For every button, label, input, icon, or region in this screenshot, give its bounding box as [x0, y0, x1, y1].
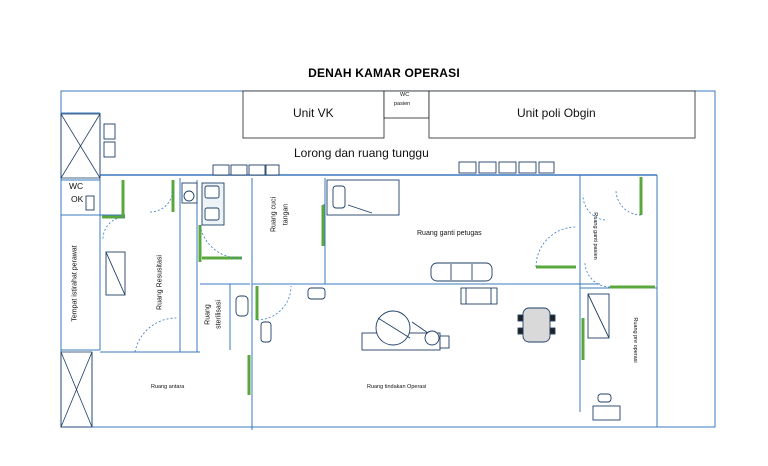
table — [460, 287, 498, 305]
label-lorong: Lorong dan ruang tunggu — [294, 146, 429, 160]
label-ruang-cuci-1: Ruang cuci — [270, 196, 278, 233]
top-units — [242, 90, 696, 139]
label-tempat-istirahat: Tempat istirahat perawat — [71, 245, 79, 322]
label-ruang-ganti-pasien: Ruang ganti pasien — [592, 212, 598, 260]
label-ruang-pre-operasi: Ruang pre operasi — [632, 317, 638, 363]
label-wc-pasien-1: WC — [400, 92, 410, 98]
door-panels — [102, 177, 655, 395]
label-ruang-tindakan: Ruang tindakan Operasi — [367, 384, 427, 390]
label-wc-ok-1: WC — [69, 181, 84, 191]
shaft-boxes — [60, 113, 101, 428]
label-unit-vk: Unit VK — [293, 106, 334, 120]
unit-poli-box — [428, 90, 696, 139]
anesthesia-machine — [522, 307, 551, 343]
corridor-chairs — [103, 123, 555, 176]
label-wc-pasien-2: pasien — [394, 101, 411, 107]
label-ruang-ganti-petugas: Ruang ganti petugas — [417, 230, 482, 237]
shaft-bottom — [60, 351, 93, 428]
label-ruang-antara: Ruang antara — [151, 384, 185, 390]
label-ruang-resusitasi: Ruang Resusitasi — [156, 255, 164, 310]
shaft-top — [60, 113, 101, 179]
plan-title: DENAH KAMAR OPERASI — [308, 66, 460, 80]
label-ruang-sterilisasi-1: Ruang — [204, 304, 212, 325]
label-unit-poli: Unit poli Obgin — [517, 106, 596, 120]
label-wc-ok-2: OK — [71, 194, 84, 204]
unit-vk-box — [242, 90, 385, 139]
label-ruang-cuci-2: tangan — [282, 203, 290, 226]
label-ruang-sterilisasi-2: sterilisasi — [215, 300, 223, 329]
sofa — [430, 262, 493, 282]
wc-pasien-box — [383, 90, 430, 119]
furniture — [85, 179, 621, 421]
